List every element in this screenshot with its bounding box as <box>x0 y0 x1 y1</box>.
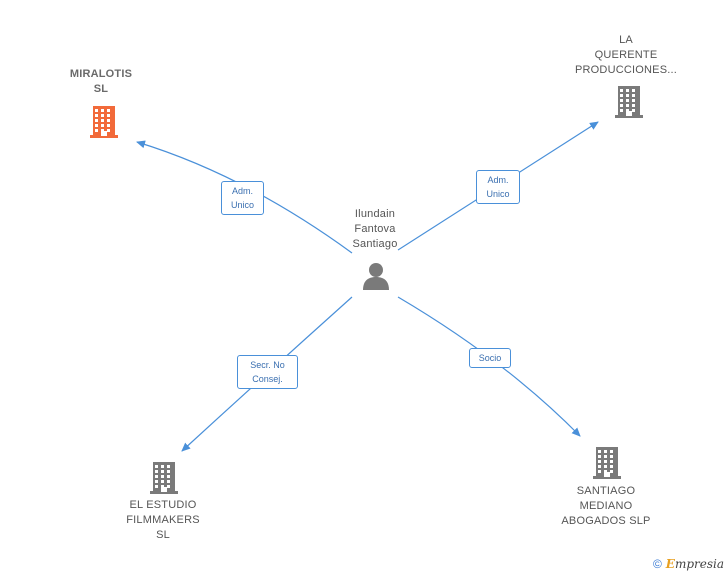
company-name-line-1: SANTIAGO <box>576 485 636 497</box>
center-name-line-3: Santiago <box>352 238 398 250</box>
edge-label-line-2: Unico <box>486 189 510 199</box>
building-icon[interactable] <box>591 445 623 484</box>
edge-label-line-1: Adm. <box>487 175 509 185</box>
company-label-la-querente[interactable]: LA QUERENTE PRODUCCIONES... <box>566 33 686 78</box>
brand-footer: © Empresia <box>653 557 724 571</box>
center-name-line-2: Fantova <box>354 223 396 235</box>
building-icon[interactable] <box>88 104 120 143</box>
company-name-line-2: QUERENTE <box>594 49 658 61</box>
edge-label-line-1: Socio <box>478 353 502 363</box>
copyright-icon: © <box>652 557 662 571</box>
building-icon[interactable] <box>148 460 180 499</box>
edge-label-line-1: Secr. No <box>250 360 285 370</box>
company-name-line-2: SL <box>93 83 109 95</box>
company-name-line-1: MIRALOTIS <box>69 68 133 80</box>
company-label-santiago-mediano[interactable]: SANTIAGO MEDIANO ABOGADOS SLP <box>546 484 666 529</box>
company-name-line-2: FILMMAKERS <box>126 514 200 526</box>
edge-label-line-2: Consej. <box>252 374 283 384</box>
center-person-label: Ilundain Fantova Santiago <box>330 207 420 252</box>
edge-label-santiago-mediano: Socio <box>469 348 511 368</box>
company-name-line-3: SL <box>156 529 170 541</box>
company-name-line-3: PRODUCCIONES... <box>574 64 677 76</box>
company-name-line-2: MEDIANO <box>579 500 633 512</box>
company-name-line-1: EL ESTUDIO <box>129 499 197 511</box>
company-name-line-1: LA <box>619 34 633 46</box>
person-icon[interactable] <box>360 260 392 292</box>
edge-label-el-estudio: Secr. No Consej. <box>237 355 298 389</box>
company-label-el-estudio[interactable]: EL ESTUDIO FILMMAKERS SL <box>108 498 218 543</box>
brand-logo[interactable]: Empresia <box>665 557 724 571</box>
edge-label-line-1: Adm. <box>231 186 253 196</box>
edge-label-la-querente: Adm. Unico <box>476 170 520 204</box>
edge-label-miralotis: Adm. Unico <box>221 181 264 215</box>
edge-label-line-2: Unico <box>230 200 254 210</box>
company-label-miralotis[interactable]: MIRALOTIS SL <box>46 67 156 97</box>
building-icon[interactable] <box>613 84 645 123</box>
center-name-line-1: Ilundain <box>354 208 396 220</box>
company-name-line-3: ABOGADOS SLP <box>561 515 651 527</box>
